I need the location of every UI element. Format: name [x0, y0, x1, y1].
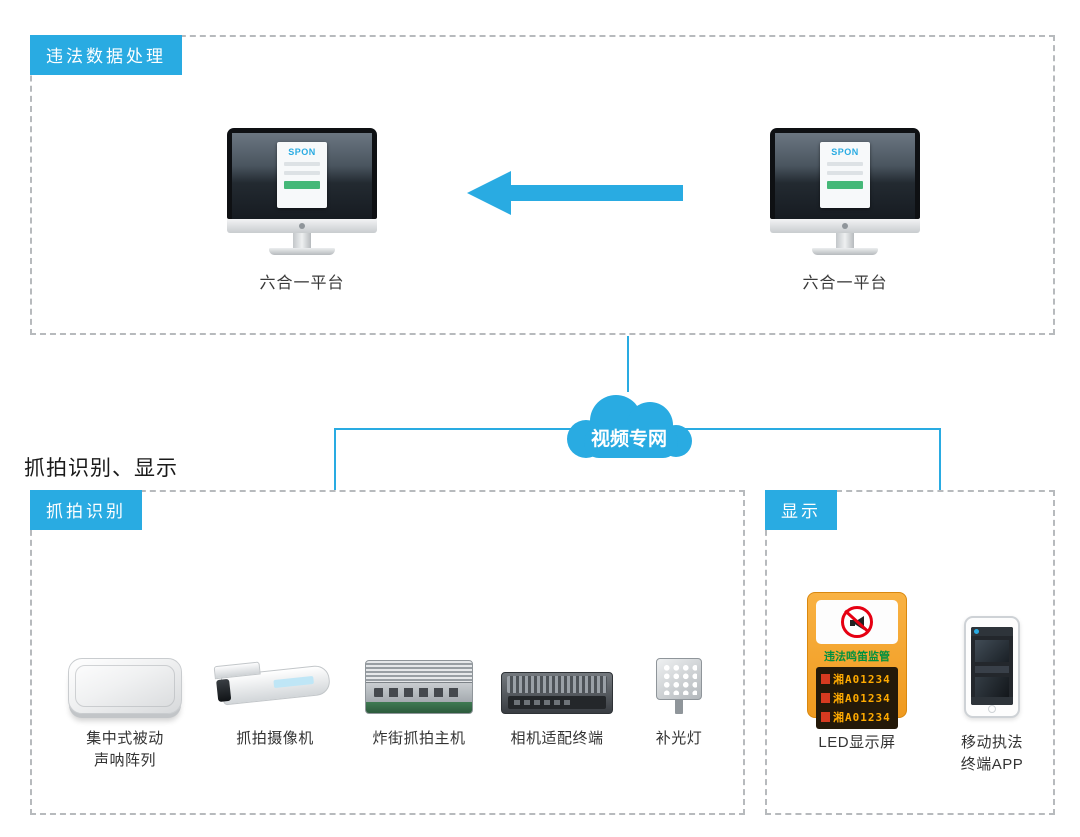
connector-top-vertical: [627, 336, 629, 392]
capture-host-label: 炸街抓拍主机: [372, 730, 466, 747]
capture-camera-shape: [213, 652, 336, 720]
monitor-frame: SPON: [770, 128, 920, 219]
plate-chip: [821, 693, 830, 703]
login-input-line: [284, 162, 320, 166]
login-button-shape: [827, 181, 863, 189]
led-plate-row: 湘A01234: [821, 690, 893, 706]
login-input-line: [827, 162, 863, 166]
capture-host-shape: [365, 660, 473, 714]
capture-camera-image: [200, 614, 350, 714]
camera-lens: [216, 678, 232, 703]
plate-text: 湘A01234: [833, 692, 891, 705]
sonar-array-image: [50, 614, 200, 714]
host-ports-row: [366, 683, 472, 702]
monitor-label: 六合一平台: [802, 275, 888, 292]
adapter-terminal-label: 相机适配终端: [510, 730, 604, 747]
app-avatar-dot: [974, 629, 979, 634]
device-led-screen: 违法鸣笛监管 湘A01234 湘A01234 湘A01234: [782, 588, 932, 754]
device-mobile-app: 移动执法 终端APP: [917, 588, 1067, 776]
adapter-terminal-shape: [501, 672, 613, 714]
device-fill-light: 补光灯: [604, 614, 754, 750]
host-heatsink-fins: [366, 661, 472, 683]
led-screen-image: 违法鸣笛监管 湘A01234 湘A01234 湘A01234: [782, 588, 932, 729]
no-horn-sign: [816, 600, 898, 644]
no-horn-icon: [841, 606, 873, 638]
monitor-screen: SPON: [775, 133, 915, 219]
mobile-app-image: [917, 588, 1067, 718]
led-plate-row: 湘A01234: [821, 671, 893, 687]
fill-light-image: [604, 614, 754, 714]
monitor-stand-base: [269, 248, 335, 255]
device-capture-camera: 抓拍摄像机: [200, 614, 350, 750]
device-sonar-array: 集中式被动 声呐阵列: [50, 614, 200, 772]
connector-left-vertical: [334, 428, 336, 490]
spon-logo: SPON: [288, 147, 316, 157]
device-adapter-terminal: 相机适配终端: [482, 614, 632, 750]
fill-light-label: 补光灯: [655, 730, 703, 747]
monitor-platform-right: SPON 六合一平台: [770, 128, 920, 293]
terminal-fins: [507, 676, 607, 693]
section-tab-capture: 抓拍识别: [30, 490, 142, 530]
monitor-frame: SPON: [227, 128, 377, 219]
login-input-line: [827, 171, 863, 175]
host-pcb-edge: [366, 702, 472, 713]
section-title: 抓拍识别、显示: [24, 457, 178, 480]
plate-chip: [821, 712, 830, 722]
spon-logo: SPON: [831, 147, 859, 157]
section-tab-violation-data: 违法数据处理: [30, 35, 182, 75]
login-input-line: [284, 171, 320, 175]
smartphone-shape: [964, 616, 1020, 718]
led-sign-shape: 违法鸣笛监管 湘A01234 湘A01234 湘A01234: [807, 592, 907, 729]
plate-chip: [821, 674, 830, 684]
connector-right-vertical: [939, 428, 941, 490]
login-card: SPON: [820, 142, 870, 208]
login-button-shape: [284, 181, 320, 189]
led-plate-row: 湘A01234: [821, 709, 893, 725]
mobile-app-label: 移动执法 终端APP: [960, 734, 1024, 773]
cloud-label: 视频专网: [591, 427, 667, 450]
adapter-terminal-image: [482, 614, 632, 714]
app-list-row: [975, 666, 1009, 673]
mobile-app-screen: [971, 627, 1013, 705]
section-tab-display: 显示: [765, 490, 837, 530]
app-nav-bar: [971, 697, 1013, 705]
capture-host-image: [344, 614, 494, 714]
capture-camera-label: 抓拍摄像机: [236, 730, 314, 747]
light-mount-arm: [675, 699, 683, 714]
login-card: SPON: [277, 142, 327, 208]
monitor-stand-neck: [836, 233, 854, 248]
app-image-block: [975, 640, 1009, 662]
monitor-chin: [227, 219, 377, 233]
monitor-stand-base: [812, 248, 878, 255]
app-image-block: [975, 677, 1009, 697]
monitor-stand-neck: [293, 233, 311, 248]
light-led-head: [656, 658, 702, 700]
sonar-array-label: 集中式被动 声呐阵列: [86, 730, 164, 769]
horn-glyph: [853, 616, 864, 630]
network-cloud-icon: 视频专网: [567, 395, 692, 458]
plate-text: 湘A01234: [833, 673, 891, 686]
led-sign-title: 违法鸣笛监管: [824, 651, 890, 663]
led-plate-screen: 湘A01234 湘A01234 湘A01234: [816, 667, 898, 729]
device-capture-host: 炸街抓拍主机: [344, 614, 494, 750]
led-screen-label: LED显示屏: [818, 734, 896, 751]
monitor-chin: [770, 219, 920, 233]
arrow-left-icon: [467, 171, 683, 215]
fill-light-shape: [653, 658, 705, 714]
monitor-screen: SPON: [232, 133, 372, 219]
app-top-bar: [971, 627, 1013, 636]
monitor-platform-left: SPON 六合一平台: [227, 128, 377, 293]
section-display: 显示 违法鸣笛监管 湘A01234: [765, 490, 1055, 815]
plate-text: 湘A01234: [833, 711, 891, 724]
sonar-array-shape: [68, 658, 182, 714]
section-capture-recognition: 抓拍识别 集中式被动 声呐阵列 抓拍摄像机: [30, 490, 745, 815]
terminal-front-panel: [508, 696, 606, 709]
monitor-label: 六合一平台: [259, 275, 345, 292]
host-ports: [374, 688, 464, 697]
